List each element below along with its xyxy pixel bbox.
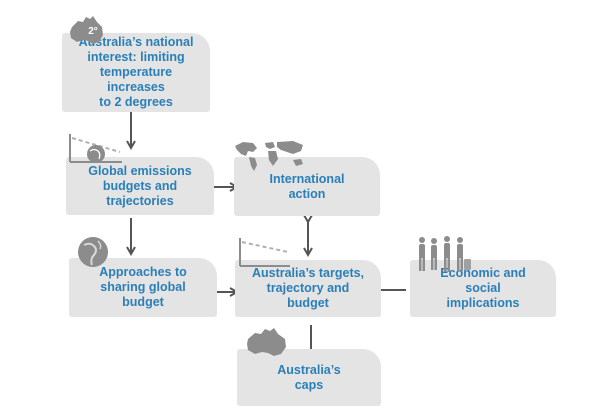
node-approaches: Approaches to sharing global budget xyxy=(69,258,217,317)
node-caps: Australia’s caps xyxy=(237,349,381,406)
declining-chart-globe-icon xyxy=(69,134,122,163)
australia-map-2-degrees-icon: 2° xyxy=(70,16,103,44)
world-map-icon xyxy=(235,141,303,171)
node-economic: Economic and social implications xyxy=(410,260,556,317)
people-walking-icon xyxy=(419,236,471,272)
node-global-budgets: Global emissions budgets and trajectorie… xyxy=(66,157,214,215)
node-targets: Australia’s targets, trajectory and budg… xyxy=(235,260,381,317)
node-international-action: International action xyxy=(234,157,380,216)
globe-icon xyxy=(78,237,108,267)
temperature-badge: 2° xyxy=(88,26,98,37)
australia-map-icon xyxy=(247,328,286,356)
declining-trajectory-chart-icon xyxy=(239,238,290,267)
node-national-interest: Australia’s national interest: limiting … xyxy=(62,33,210,112)
